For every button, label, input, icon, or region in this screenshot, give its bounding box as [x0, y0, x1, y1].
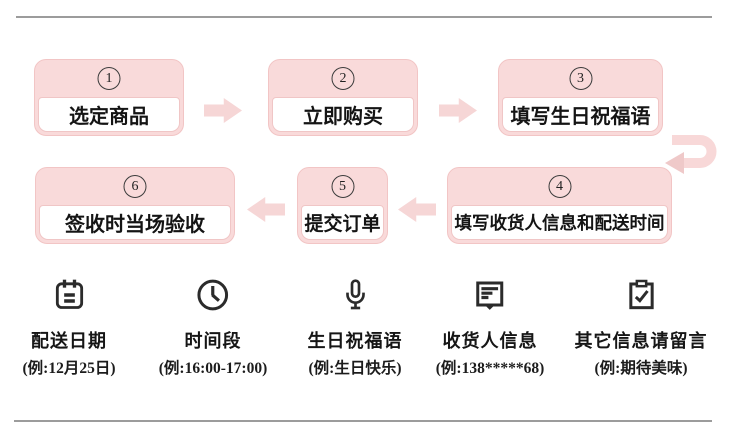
step-3-number: 3 [569, 67, 592, 90]
arrow-left-icon [247, 197, 285, 222]
message-board-icon [470, 274, 510, 316]
flow-step-4: 4 填写收货人信息和配送时间 [447, 167, 672, 244]
arrow-right-icon [204, 98, 242, 123]
legend-item-recipient-info: 收货人信息 (例:138*****68) [435, 274, 545, 378]
clock-icon [193, 274, 233, 316]
flow-step-5: 5 提交订单 [297, 167, 388, 244]
u-turn-arrow-icon [665, 135, 717, 174]
step-5-number: 5 [331, 175, 354, 198]
step-5-label: 提交订单 [301, 205, 384, 240]
flow-step-1: 1 选定商品 [34, 59, 184, 136]
legend-example: (例:138*****68) [435, 360, 545, 377]
top-divider [16, 16, 712, 18]
microphone-icon [335, 274, 375, 316]
flow-step-3: 3 填写生日祝福语 [498, 59, 663, 136]
step-2-label: 立即购买 [272, 97, 414, 132]
legend-item-other-message: 其它信息请留言 (例:期待美味) [575, 274, 708, 378]
legend-label: 配送日期 [31, 331, 107, 351]
step-2-number: 2 [331, 67, 355, 90]
legend-item-delivery-date: 配送日期 (例:12月25日) [23, 274, 116, 378]
legend-example: (例:16:00-17:00) [158, 360, 268, 377]
step-1-number: 1 [97, 67, 121, 90]
legend-example: (例:期待美味) [594, 360, 688, 377]
step-6-label: 签收时当场验收 [39, 205, 231, 240]
arrow-left-icon [398, 197, 436, 222]
flow-step-6: 6 签收时当场验收 [35, 167, 235, 244]
legend-item-birthday-wish: 生日祝福语 (例:生日快乐) [308, 274, 403, 378]
legend-example: (例:12月25日) [22, 360, 116, 377]
legend-example: (例:生日快乐) [308, 360, 402, 377]
legend-label: 其它信息请留言 [574, 331, 708, 351]
step-3-label: 填写生日祝福语 [502, 97, 659, 132]
step-4-number: 4 [548, 175, 571, 198]
step-4-label: 填写收货人信息和配送时间 [451, 205, 668, 240]
calendar-icon [49, 274, 89, 316]
step-1-label: 选定商品 [38, 97, 180, 132]
bottom-divider [14, 420, 712, 422]
legend-item-time-slot: 时间段 (例:16:00-17:00) [159, 274, 267, 378]
arrow-right-icon [439, 98, 477, 123]
flow-step-2: 2 立即购买 [268, 59, 418, 136]
clipboard-check-icon [621, 274, 661, 316]
step-6-number: 6 [123, 175, 147, 198]
legend-label: 时间段 [184, 331, 242, 351]
legend-label: 收货人信息 [442, 331, 538, 351]
legend-label: 生日祝福语 [307, 331, 403, 351]
